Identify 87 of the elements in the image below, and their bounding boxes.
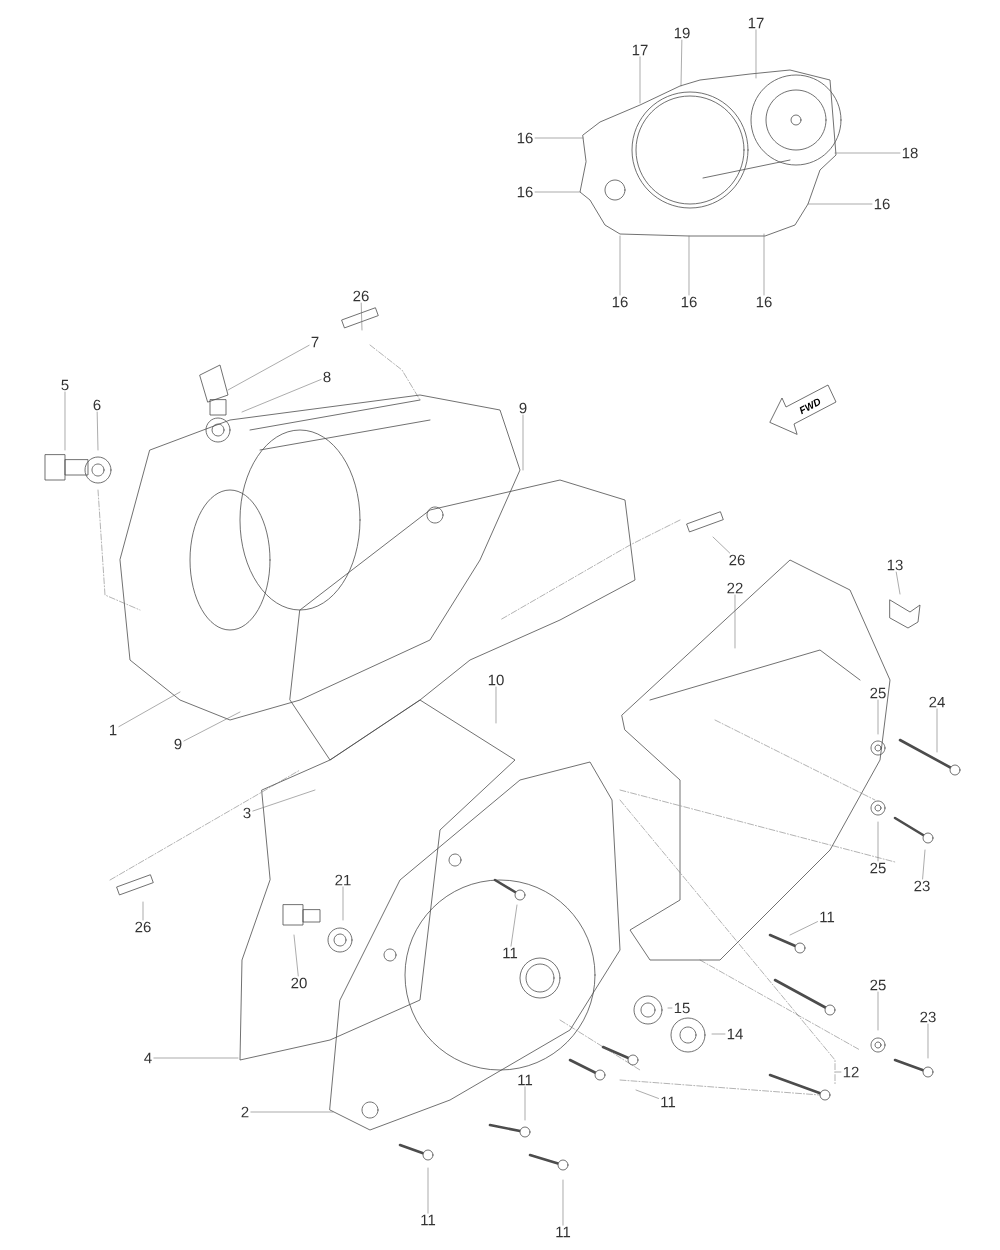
callout-number: 3	[243, 807, 251, 819]
leader-line	[227, 344, 310, 391]
leader-line	[427, 1167, 429, 1214]
arrow-label: FWD	[799, 398, 821, 415]
leader-line	[807, 203, 873, 205]
leader-line	[619, 235, 621, 296]
callout-number: 10	[488, 674, 504, 686]
leader-line	[495, 686, 497, 724]
leader-line	[96, 411, 99, 451]
leader-line	[895, 571, 901, 595]
callout-number: 6	[93, 399, 101, 411]
leader-line	[755, 29, 757, 79]
callout-number: 23	[920, 1011, 936, 1023]
callout-number: 12	[843, 1066, 859, 1078]
leader-line	[562, 1179, 564, 1226]
leader-line	[835, 1071, 842, 1073]
leader-line	[153, 1057, 239, 1059]
leader-line	[360, 302, 363, 331]
callout-number: 23	[914, 880, 930, 892]
callout-number: 11	[661, 1096, 676, 1108]
callout-number: 11	[820, 911, 835, 923]
leader-line	[927, 1023, 929, 1059]
leader-line	[250, 1111, 334, 1113]
leader-line	[635, 1089, 659, 1099]
leader-line	[522, 414, 524, 471]
callout-number: 13	[887, 559, 903, 571]
callout-number: 16	[681, 296, 697, 308]
callout-number: 26	[135, 921, 151, 933]
callout-number: 26	[729, 554, 745, 566]
leader-line	[241, 379, 322, 413]
leader-line	[342, 886, 344, 921]
callout-number: 11	[421, 1214, 436, 1226]
callout-number: 20	[291, 977, 307, 989]
callout-number: 11	[518, 1074, 533, 1086]
leader-line	[118, 691, 181, 727]
leader-line	[877, 821, 879, 862]
leader-line	[142, 901, 144, 921]
callout-number: 21	[335, 874, 351, 886]
callout-number: 25	[870, 862, 886, 874]
leader-line	[293, 934, 299, 977]
leader-line	[834, 152, 901, 154]
callout-number: 14	[727, 1028, 743, 1040]
callout-number: 11	[556, 1226, 571, 1238]
callout-number: 16	[756, 296, 772, 308]
leader-line	[711, 1033, 726, 1035]
leader-line	[877, 699, 879, 735]
callout-number: 16	[612, 296, 628, 308]
callout-number: 11	[503, 947, 518, 959]
leader-line	[639, 56, 641, 104]
leader-line	[183, 711, 241, 742]
callout-number: 26	[353, 290, 369, 302]
leader-line	[64, 391, 66, 451]
leader-line	[524, 1086, 526, 1121]
callout-number: 16	[874, 198, 890, 210]
callout-number: 17	[632, 44, 648, 56]
leader-line	[936, 708, 938, 753]
leader-line	[667, 1007, 673, 1009]
callout-number: 5	[61, 379, 69, 391]
callout-number: 16	[517, 186, 533, 198]
callout-number: 22	[727, 582, 743, 594]
leader-line	[680, 39, 683, 87]
leader-line	[534, 137, 584, 139]
callout-number: 9	[174, 738, 182, 750]
callout-number: 8	[323, 371, 331, 383]
leader-line	[922, 849, 926, 880]
callout-number: 19	[674, 27, 690, 39]
leader-line	[763, 233, 765, 296]
callout-number: 25	[870, 979, 886, 991]
callout-number: 15	[674, 1002, 690, 1014]
leader-line	[789, 921, 818, 936]
callout-number: 4	[144, 1052, 152, 1064]
leader-line	[877, 991, 879, 1031]
callout-number: 17	[748, 17, 764, 29]
callout-number: 7	[311, 336, 319, 348]
callout-number: 16	[517, 132, 533, 144]
callout-number: 18	[902, 147, 918, 159]
leader-line	[534, 191, 581, 193]
leader-line	[734, 594, 736, 649]
leader-line	[510, 904, 518, 947]
callout-number: 9	[519, 402, 527, 414]
leader-line	[712, 536, 730, 554]
leader-line	[252, 789, 316, 812]
callout-number: 2	[241, 1106, 249, 1118]
callout-number: 1	[109, 724, 117, 736]
leader-line	[688, 235, 690, 296]
callout-number: 25	[870, 687, 886, 699]
callout-number: 24	[929, 696, 945, 708]
